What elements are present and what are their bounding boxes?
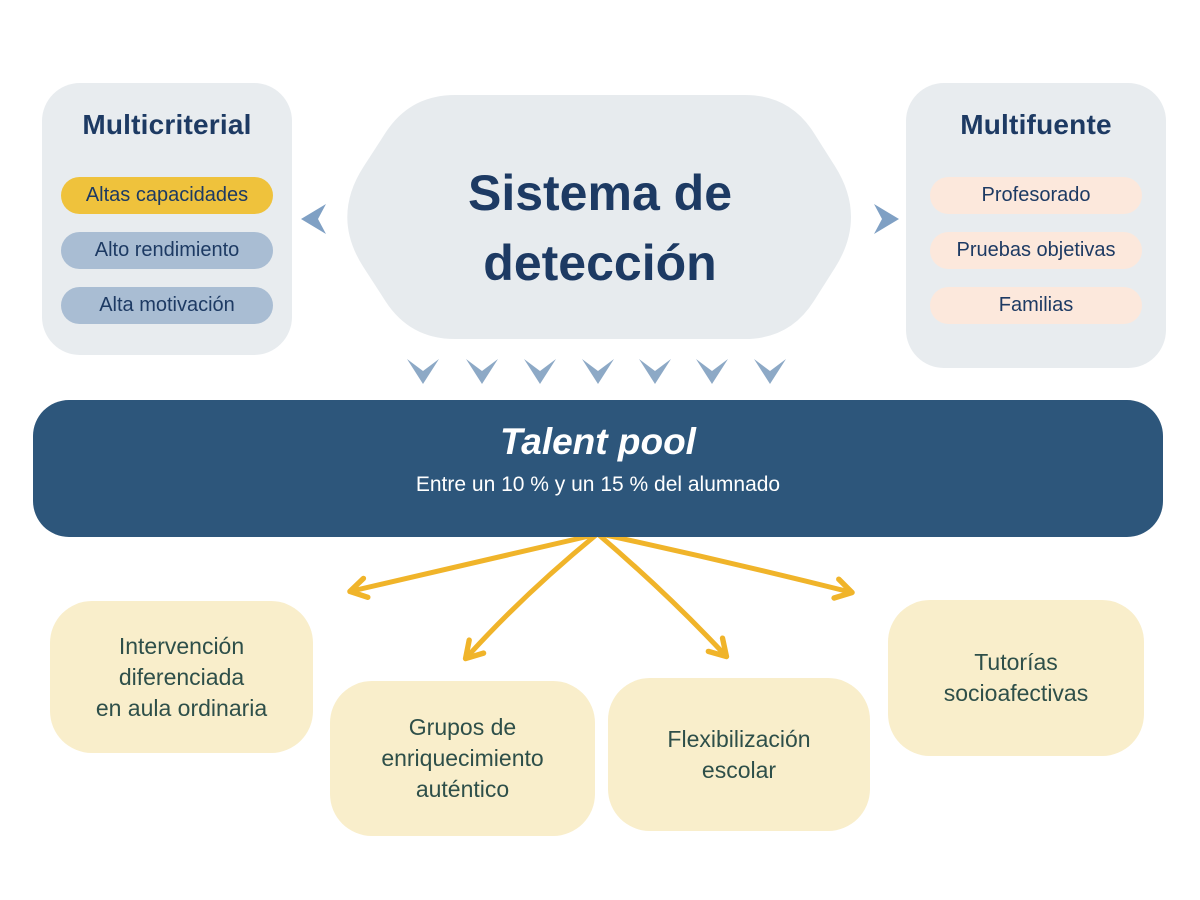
chevron-down-icon xyxy=(582,359,614,384)
multicriterial-title: Multicriterial xyxy=(82,109,252,140)
chevron-down-icon xyxy=(466,359,498,384)
pill-altas-capacidades: Altas capacidades xyxy=(61,177,273,214)
outcome-intervencion-diferenciada: Intervención diferenciada en aula ordina… xyxy=(50,601,313,753)
pill-familias: Familias xyxy=(930,287,1142,324)
pill-alta-motivacion: Alta motivación xyxy=(61,287,273,324)
chevron-down-icon xyxy=(696,359,728,384)
outcome-line: Intervención xyxy=(118,632,245,659)
down-chevrons-row xyxy=(407,359,786,384)
arrow-to-outcome-1 xyxy=(347,531,601,600)
chevron-down-icon xyxy=(639,359,671,384)
multifuente-pill-stack: Profesorado Pruebas objetivas Familias xyxy=(930,177,1142,324)
outcome-line: enriquecimiento xyxy=(381,745,544,771)
chevron-right-icon xyxy=(874,204,899,234)
arrow-to-outcome-4 xyxy=(598,531,855,601)
pill-pruebas-objetivas: Pruebas objetivas xyxy=(930,232,1142,269)
outcome-line: en aula ordinaria xyxy=(95,694,268,721)
talent-pool-subtitle: Entre un 10 % y un 15 % del alumnado xyxy=(415,473,781,496)
outcome-line: auténtico xyxy=(415,776,510,802)
pill-alto-rendimiento: Alto rendimiento xyxy=(61,232,273,269)
chevron-left-icon xyxy=(301,204,326,234)
outcome-line: Tutorías xyxy=(974,649,1058,675)
outcome-line: Flexibilización xyxy=(667,725,811,752)
outcome-tutorias-socioafectivas: Tutorías socioafectivas xyxy=(888,600,1144,756)
chevron-down-icon xyxy=(754,359,786,384)
multifuente-panel: Multifuente Profesorado Pruebas objetiva… xyxy=(906,83,1166,368)
outcome-line: Grupos de xyxy=(408,714,517,740)
outcome-line: socioafectivas xyxy=(943,680,1089,706)
multicriterial-pill-stack: Altas capacidades Alto rendimiento Alta … xyxy=(61,177,273,324)
arrow-to-outcome-2 xyxy=(462,532,599,662)
outcome-grupos-enriquecimiento: Grupos de enriquecimiento auténtico xyxy=(330,681,595,836)
detection-system-title-line2: detección xyxy=(483,235,717,291)
outcome-line: escolar xyxy=(701,756,777,783)
detection-system-title: Sistema de detección xyxy=(400,158,800,298)
talent-pool-bar: Talent pool Entre un 10 % y un 15 % del … xyxy=(33,400,1163,537)
chevron-down-icon xyxy=(524,359,556,384)
detection-hexagon-shape xyxy=(347,95,851,339)
arrow-to-outcome-3 xyxy=(596,532,730,660)
outcome-line: diferenciada xyxy=(118,663,245,690)
pill-profesorado: Profesorado xyxy=(930,177,1142,214)
talent-pool-title: Talent pool xyxy=(500,421,696,462)
chevron-down-icon xyxy=(407,359,439,384)
multifuente-title: Multifuente xyxy=(960,109,1112,140)
detection-system-title-line1: Sistema de xyxy=(467,165,732,221)
outcome-flexibilizacion-escolar: Flexibilización escolar xyxy=(608,678,870,831)
fanout-arrows xyxy=(347,531,855,662)
multicriterial-panel: Multicriterial Altas capacidades Alto re… xyxy=(42,83,292,355)
